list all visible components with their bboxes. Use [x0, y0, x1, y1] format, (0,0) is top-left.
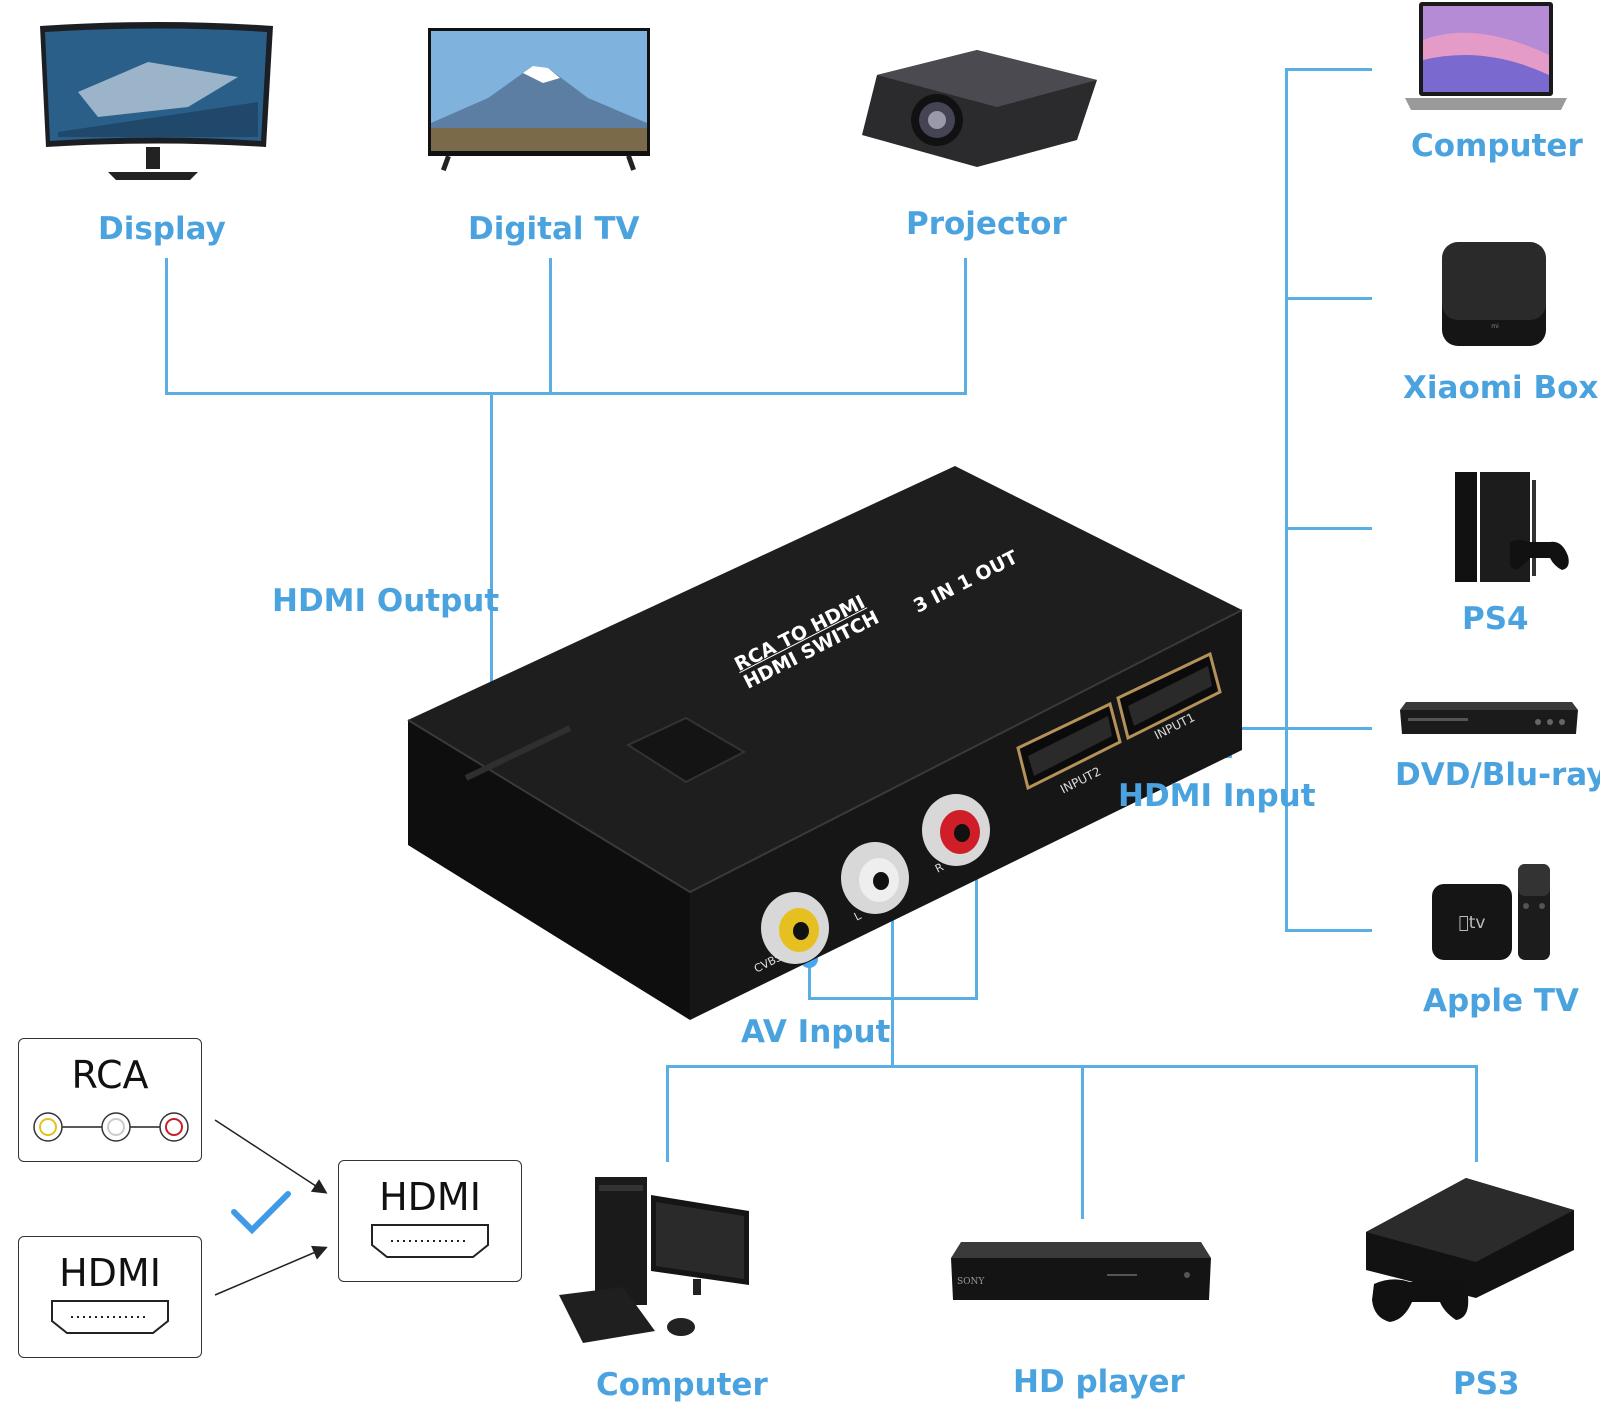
ps4-image: [1450, 470, 1572, 592]
svg-text:mi: mi: [1491, 323, 1499, 330]
hdmi-output-label: HDMI Output: [272, 583, 500, 619]
rca-legend-title: RCA: [71, 1053, 149, 1097]
line-output-bus: [165, 392, 967, 395]
laptop-image: [1405, 0, 1567, 116]
projector-label: Projector: [906, 206, 1067, 242]
hdmi-port-icon: [51, 1300, 169, 1334]
hdmi-target-legend-title: HDMI: [379, 1175, 481, 1219]
legend-arrows: [214, 1119, 328, 1296]
checkmark-icon: [231, 1191, 291, 1235]
ps4-label: PS4: [1462, 601, 1529, 637]
hdmi-port-icon: [371, 1224, 489, 1258]
line-computer-right: [1285, 68, 1372, 71]
computer-bottom-label: Computer: [596, 1367, 768, 1403]
line-dvd: [1230, 727, 1372, 730]
line-xiaomi: [1285, 297, 1372, 300]
xiaomi-box-label: Xiaomi Box: [1403, 370, 1599, 406]
hdmi-source-legend-box: HDMI: [18, 1236, 202, 1358]
svg-text:SONY: SONY: [957, 1277, 985, 1287]
line-digital-tv: [549, 258, 552, 395]
line-hdmi-output: [490, 392, 493, 692]
line-projector: [964, 258, 967, 395]
digital-tv-label: Digital TV: [468, 211, 640, 247]
line-computer-bottom: [666, 1065, 669, 1162]
av-input-label: AV Input: [741, 1014, 891, 1050]
apple-tv-label: Apple TV: [1423, 983, 1579, 1019]
line-ps4: [1285, 527, 1372, 530]
apple-tv-image: tv: [1430, 862, 1578, 966]
xiaomi-box-image: mi: [1440, 240, 1550, 354]
hd-player-image: SONY: [947, 1238, 1215, 1310]
dvd-bluray-label: DVD/Blu-ray: [1395, 757, 1600, 793]
line-av-r: [975, 864, 978, 1000]
ps3-label: PS3: [1453, 1366, 1520, 1402]
desktop-computer-image: [553, 1175, 763, 1357]
display-label: Display: [98, 211, 226, 247]
rca-connectors-icon: [33, 1112, 189, 1142]
digital-tv-image: [428, 28, 650, 177]
hdmi-input-label: HDMI Input: [1118, 778, 1316, 814]
display-image: [38, 22, 278, 191]
line-display: [165, 258, 168, 395]
line-av-l: [891, 910, 894, 1068]
hdmi-switch-device: [400, 460, 1260, 1034]
apple-tv-logo: tv: [1459, 913, 1486, 933]
projector-image: [857, 45, 1102, 174]
line-right-bus: [1285, 68, 1288, 931]
hdmi-source-legend-title: HDMI: [59, 1251, 161, 1295]
hdmi-target-legend-box: HDMI: [338, 1160, 522, 1282]
line-apple-tv: [1285, 929, 1372, 932]
rca-legend-box: RCA: [18, 1038, 202, 1162]
ps3-image: [1356, 1172, 1578, 1350]
line-ps3: [1475, 1065, 1478, 1162]
computer-right-label: Computer: [1411, 128, 1583, 164]
dvd-bluray-image: [1398, 700, 1580, 744]
hd-player-label: HD player: [1013, 1364, 1185, 1400]
line-bottom-bus: [666, 1065, 1478, 1068]
line-av-cvbs: [808, 958, 811, 1000]
line-hd-player: [1081, 1065, 1084, 1219]
